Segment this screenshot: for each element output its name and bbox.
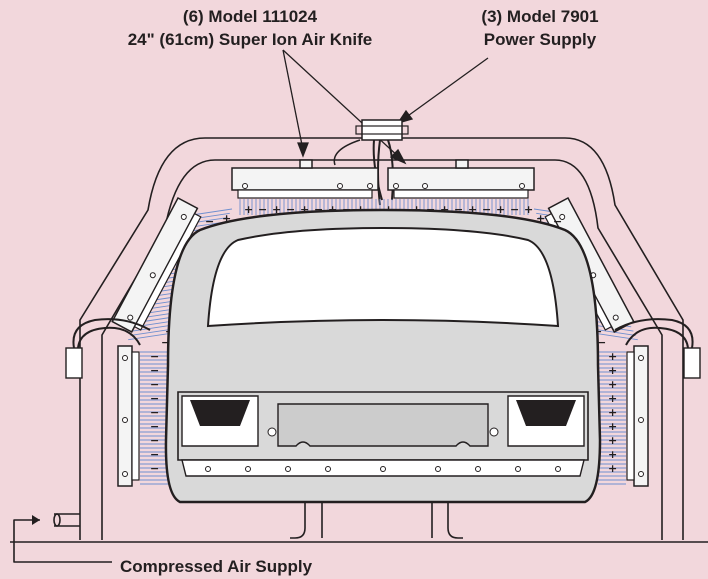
side-air-knife-left [117, 345, 140, 487]
ion-symbol: − [553, 215, 562, 228]
power-supply-label-line2: Power Supply [484, 30, 597, 49]
top-air-knife-left [231, 159, 379, 199]
ion-symbol: + [300, 203, 309, 216]
ion-symbol: − [482, 203, 491, 216]
ion-symbol: − [597, 336, 606, 349]
support-frame [10, 137, 708, 563]
ion-symbol: + [524, 203, 533, 216]
airflow-line [595, 328, 636, 336]
ion-symbol: + [608, 364, 617, 377]
side-power-supply-left [65, 318, 151, 379]
ion-symbol: + [272, 203, 281, 216]
ion-symbol: − [205, 215, 214, 228]
car-body [164, 208, 602, 504]
side-power-supply-right [614, 318, 701, 379]
ion-symbol: − [150, 448, 159, 461]
compressed-air-label: Compressed Air Supply [120, 557, 313, 576]
airflow-line [132, 324, 173, 332]
ion-symbol: + [496, 203, 505, 216]
ion-symbol: + [608, 448, 617, 461]
ion-symbol: + [328, 203, 337, 216]
air-knife-label-line2: 24" (61cm) Super Ion Air Knife [128, 30, 373, 49]
ion-symbol: + [244, 203, 253, 216]
top-air-knife-right [387, 159, 535, 199]
ion-symbol: + [608, 392, 617, 405]
ion-symbol: + [608, 350, 617, 363]
leader-arrows [282, 49, 489, 165]
ion-symbol: − [150, 462, 159, 475]
diagonal-air-knife-left [111, 196, 202, 333]
ion-symbol: + [608, 406, 617, 419]
ion-symbol: − [161, 336, 170, 349]
side-air-knife-right [626, 345, 649, 487]
ion-symbol: − [150, 420, 159, 433]
airflow-line [130, 328, 171, 336]
ion-symbol: − [286, 203, 295, 216]
ion-symbol: − [258, 203, 267, 216]
ion-symbol: + [608, 462, 617, 475]
ion-symbol: − [150, 434, 159, 447]
airflow-line [191, 208, 233, 216]
power-supply-label-line1: (3) Model 7901 [481, 7, 598, 26]
ion-symbol: − [454, 203, 463, 216]
ion-symbol: + [536, 212, 545, 225]
ion-symbol: + [440, 203, 449, 216]
ion-symbol: + [608, 420, 617, 433]
ion-symbol: + [222, 212, 231, 225]
ion-symbol: − [510, 203, 519, 216]
air-knife-label-line1: (6) Model 111024 [183, 7, 318, 26]
ion-symbol: − [150, 350, 159, 363]
ion-symbol: − [150, 378, 159, 391]
ion-symbol: + [608, 434, 617, 447]
ion-symbol: + [468, 203, 477, 216]
ion-symbol: − [150, 392, 159, 405]
ion-symbol: + [608, 378, 617, 391]
ion-symbol: − [314, 203, 323, 216]
ion-symbol: − [150, 364, 159, 377]
ion-symbol: − [150, 406, 159, 419]
